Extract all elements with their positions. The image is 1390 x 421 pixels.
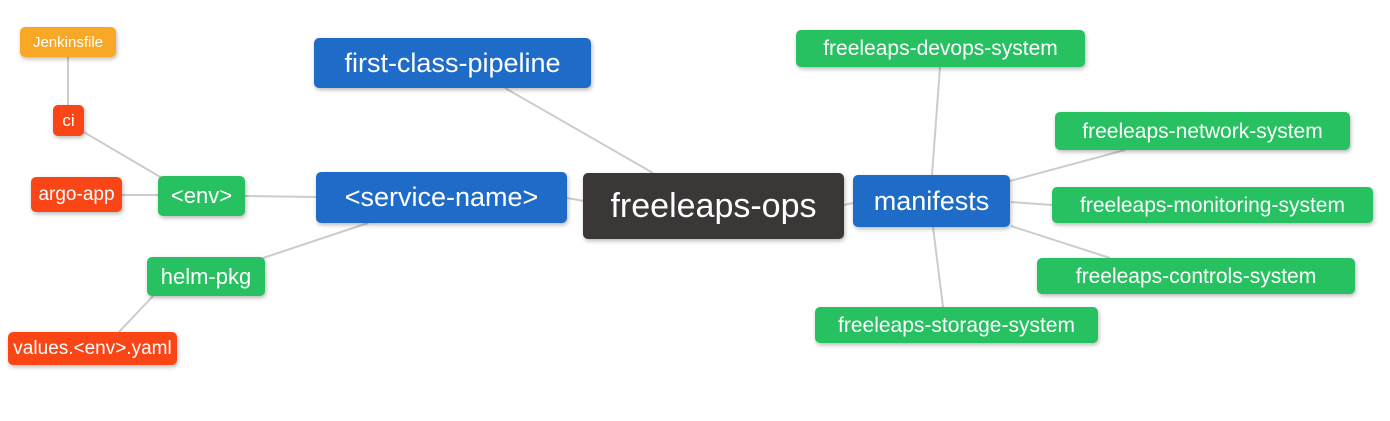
- node-env[interactable]: <env>: [158, 176, 245, 216]
- edge-manifests-to-devops-system: [931, 66, 941, 176]
- node-storage-system[interactable]: freeleaps-storage-system: [815, 307, 1098, 343]
- edge-manifests-to-storage-system: [932, 226, 944, 308]
- edge-service-name-to-helm-pkg: [262, 222, 369, 259]
- node-jenkinsfile[interactable]: Jenkinsfile: [20, 27, 116, 57]
- edge-helm-pkg-to-values-env-yaml: [118, 295, 154, 333]
- edge-manifests-to-controls-system: [1010, 225, 1111, 259]
- node-values-env-yaml[interactable]: values.<env>.yaml: [8, 332, 177, 365]
- node-first-class-pipeline[interactable]: first-class-pipeline: [314, 38, 591, 88]
- node-manifests[interactable]: manifests: [853, 175, 1010, 227]
- edge-service-name-to-freeleaps-ops: [566, 197, 585, 202]
- node-devops-system[interactable]: freeleaps-devops-system: [796, 30, 1085, 67]
- node-ci[interactable]: ci: [53, 105, 84, 136]
- node-argo-app[interactable]: argo-app: [31, 177, 122, 212]
- node-freeleaps-ops[interactable]: freeleaps-ops: [583, 173, 844, 239]
- node-service-name[interactable]: <service-name>: [316, 172, 567, 223]
- node-controls-system[interactable]: freeleaps-controls-system: [1037, 258, 1355, 294]
- node-monitoring-system[interactable]: freeleaps-monitoring-system: [1052, 187, 1373, 223]
- node-network-system[interactable]: freeleaps-network-system: [1055, 112, 1350, 150]
- edge-first-class-pipeline-to-freeleaps-ops: [504, 87, 654, 174]
- edge-manifests-to-network-system: [1009, 149, 1126, 182]
- edge-freeleaps-ops-to-manifests: [842, 202, 855, 206]
- edge-manifests-to-monitoring-system: [1010, 201, 1053, 206]
- edge-ci-to-env: [81, 130, 163, 179]
- node-helm-pkg[interactable]: helm-pkg: [147, 257, 265, 296]
- edge-env-to-service-name: [244, 195, 318, 198]
